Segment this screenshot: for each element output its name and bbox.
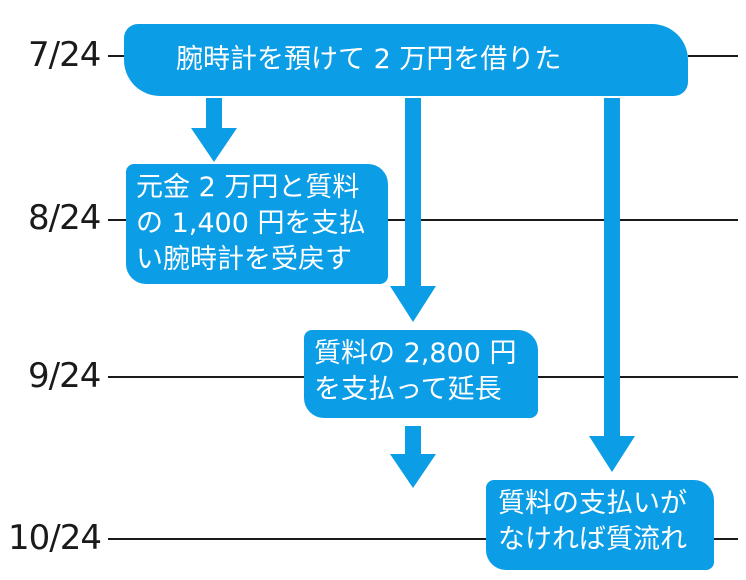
event-redeem-line-3: い腕時計を受戻す — [136, 244, 352, 275]
event-redeem-line-1: 元金 2 万円と質料 — [136, 172, 360, 203]
arrow-redeem-head — [191, 128, 237, 162]
event-extend-box: 質料の 2,800 円 を支払って延長 — [304, 330, 538, 418]
event-forfeit-line-1: 質料の支払いが — [498, 488, 687, 519]
arrow-forfeit-head — [589, 436, 635, 472]
arrow-extend-shaft — [405, 98, 421, 288]
timeline-line-4 — [108, 538, 738, 540]
event-start-box: 腕時計を預けて 2 万円を借りた — [124, 24, 688, 96]
event-extend-line-1: 質料の 2,800 円 — [314, 338, 517, 369]
event-redeem-line-2: の 1,400 円を支払 — [136, 208, 366, 239]
date-label-3: 9/24 — [28, 356, 101, 396]
arrow-extend-next-head — [390, 454, 436, 488]
event-extend-line-2: を支払って延長 — [314, 374, 502, 405]
timeline-line-1 — [108, 55, 124, 57]
event-redeem-box: 元金 2 万円と質料 の 1,400 円を支払 い腕時計を受戻す — [126, 164, 388, 284]
event-forfeit-line-2: なければ質流れ — [498, 524, 687, 555]
timeline-line-2 — [108, 219, 738, 221]
event-start-text: 腕時計を預けて 2 万円を借りた — [176, 44, 562, 75]
date-label-1: 7/24 — [28, 35, 101, 75]
arrow-extend-next-shaft — [405, 426, 421, 456]
arrow-extend-head — [390, 286, 436, 322]
date-label-2: 8/24 — [28, 198, 101, 238]
arrow-forfeit-shaft — [604, 98, 620, 438]
event-forfeit-box: 質料の支払いが なければ質流れ — [486, 480, 714, 570]
date-label-4: 10/24 — [8, 518, 102, 558]
timeline-line-1-right — [688, 55, 738, 57]
arrow-redeem-shaft — [206, 98, 222, 130]
